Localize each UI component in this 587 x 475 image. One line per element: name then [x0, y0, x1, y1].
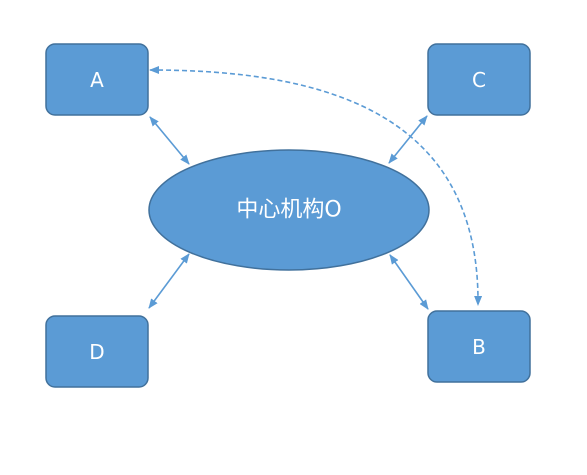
- node-center-ellipse: [148, 149, 430, 271]
- node-b: B: [427, 310, 531, 383]
- node-b-box: [427, 310, 531, 383]
- node-c-label: C: [472, 68, 486, 92]
- edge-b-center: [389, 254, 429, 310]
- node-a-label: A: [90, 68, 104, 92]
- node-d-box: [45, 315, 149, 388]
- edge-a-center: [149, 116, 190, 165]
- node-c: C: [427, 43, 531, 116]
- edge-a-b-dashed: [149, 66, 483, 306]
- edge-c-center: [388, 115, 428, 164]
- edge-d-center: [148, 253, 190, 309]
- node-a-box: [45, 43, 149, 116]
- node-d-label: D: [89, 340, 104, 364]
- node-center: 中心机构O: [148, 149, 430, 271]
- node-center-label: 中心机构O: [236, 198, 341, 223]
- node-a: A: [45, 43, 149, 116]
- node-b-label: B: [472, 335, 486, 359]
- node-d: D: [45, 315, 149, 388]
- node-c-box: [427, 43, 531, 116]
